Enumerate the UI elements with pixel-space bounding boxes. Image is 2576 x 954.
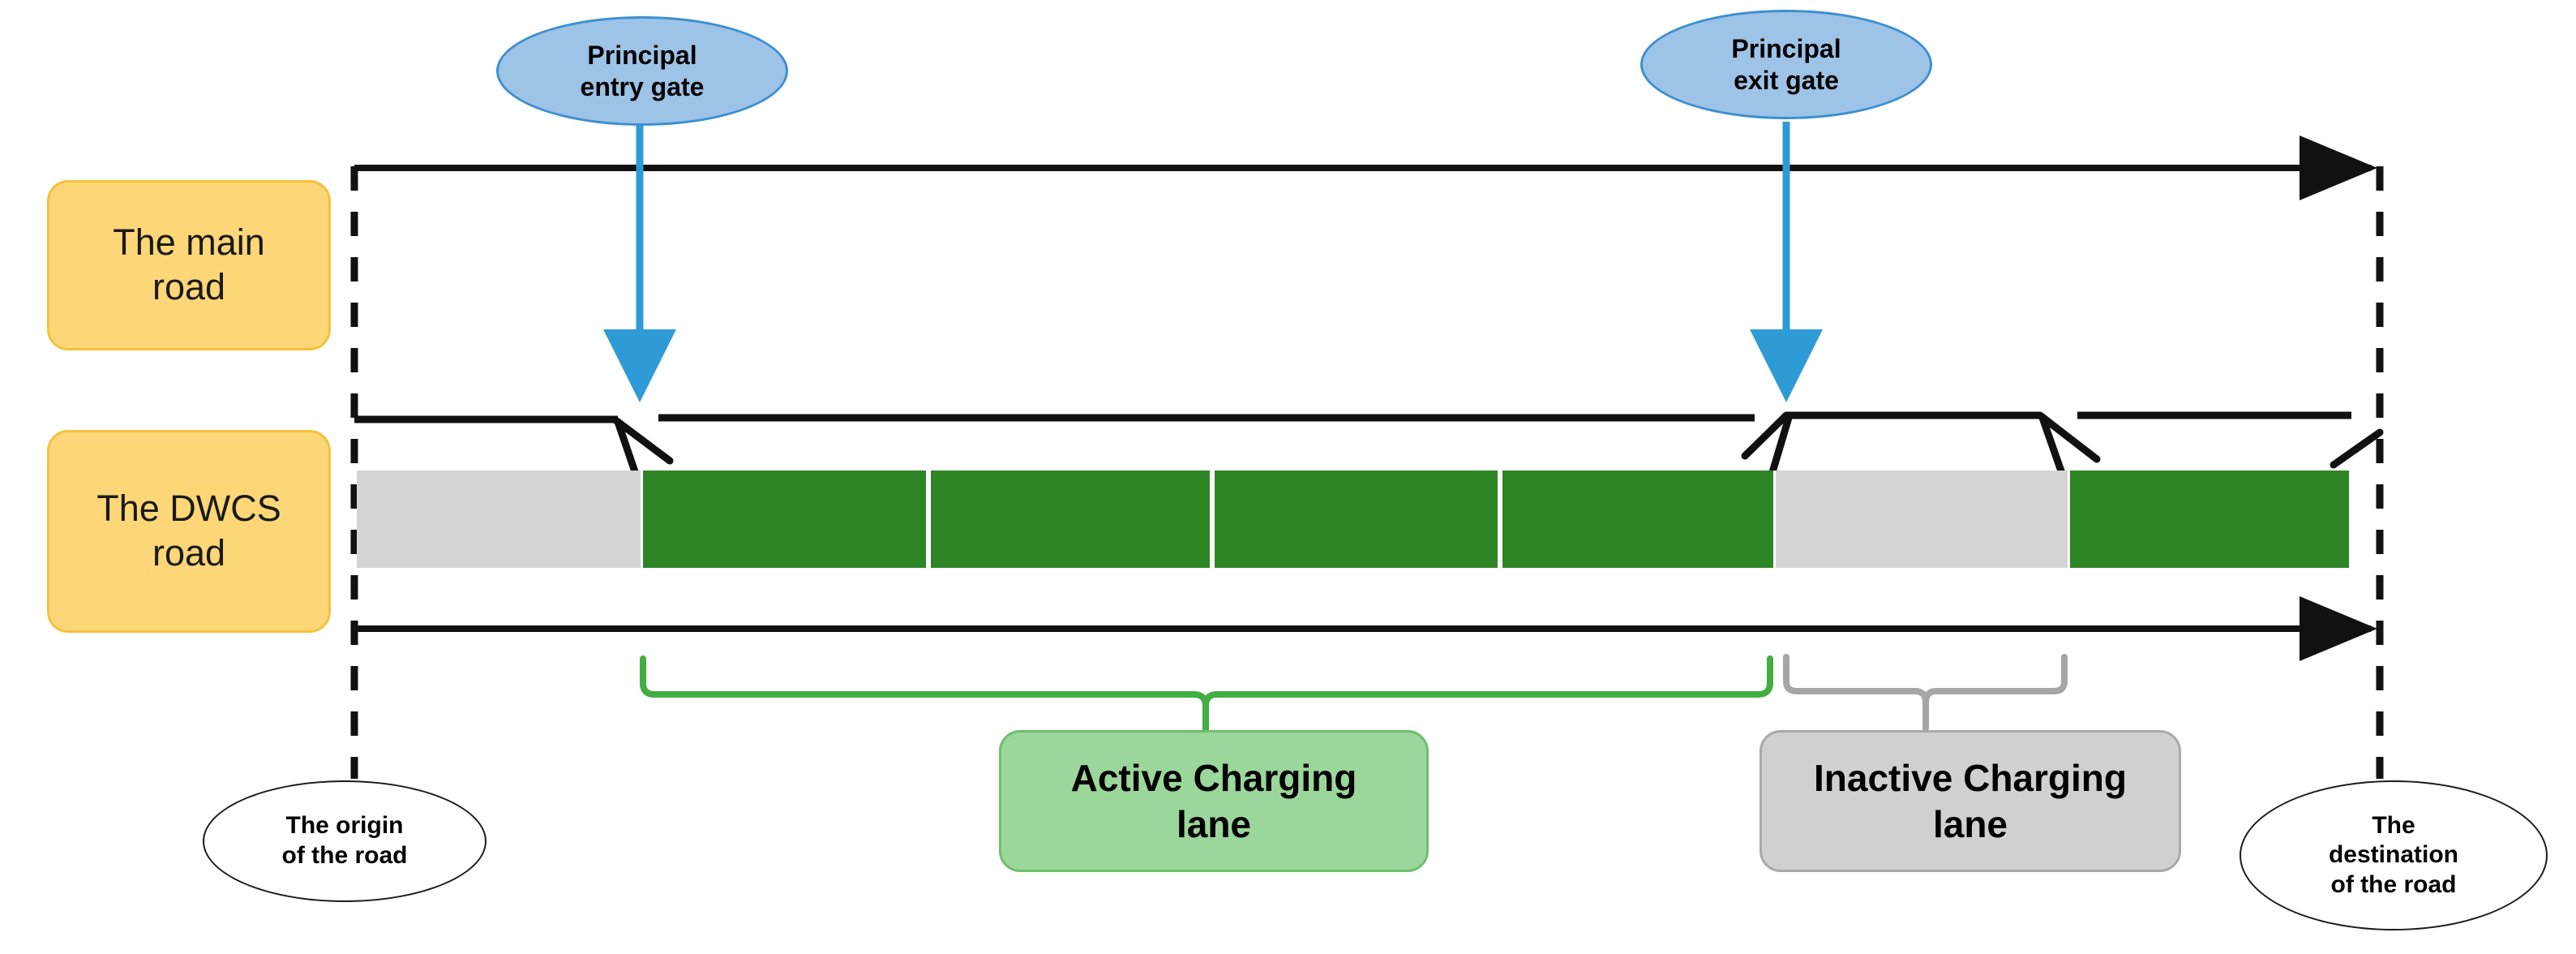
dwcs-road-label: The DWCS road: [47, 430, 331, 633]
main-road-label-line2: road: [152, 266, 226, 307]
road-segment-inactive: [357, 471, 641, 568]
origin-of-road-terminal: The origin of the road: [203, 780, 486, 902]
origin-label-line2: of the road: [281, 842, 408, 869]
inactive-lane-bracket: [1783, 654, 2068, 732]
destination-merge-mark: [2330, 428, 2384, 469]
road-divider-line: [354, 411, 2351, 423]
dwcs-road-label-line2: road: [152, 532, 226, 574]
principal-exit-gate-callout: Principal exit gate: [1640, 10, 1932, 119]
dwcs-road-strip: [357, 471, 2351, 568]
destination-label-line3: of the road: [2330, 870, 2457, 898]
road-segment-active: [641, 471, 928, 568]
inactive-legend-line2: lane: [1932, 802, 2008, 845]
dwcs-road-label-line1: The DWCS: [96, 488, 281, 530]
road-segment-active: [2068, 471, 2351, 568]
destination-of-road-terminal: The destination of the road: [2240, 780, 2548, 930]
road-segment-active: [928, 471, 1212, 568]
exit-gate-label-line1: Principal: [1731, 34, 1841, 64]
active-legend-line2: lane: [1176, 802, 1252, 845]
inactive-charging-lane-legend: Inactive Charging lane: [1759, 730, 2181, 872]
main-road-label: The main road: [47, 180, 331, 350]
active-legend-line1: Active Charging: [1070, 757, 1357, 800]
entry-gate-label-line1: Principal: [587, 41, 697, 71]
main-road-label-line1: The main: [113, 221, 265, 264]
exit-gate-label-line2: exit gate: [1734, 65, 1839, 95]
principal-entry-gate-callout: Principal entry gate: [496, 16, 788, 126]
origin-label-line1: The origin: [285, 812, 404, 840]
inactive-legend-line1: Inactive Charging: [1814, 757, 2127, 800]
road-segment-active: [1212, 471, 1500, 568]
destination-label-line1: The: [2372, 811, 2415, 839]
destination-label-line2: destination: [2328, 841, 2458, 869]
active-charging-lane-legend: Active Charging lane: [999, 730, 1429, 872]
active-lane-bracket: [640, 655, 1773, 733]
road-segment-active: [1500, 471, 1776, 568]
road-segment-inactive: [1776, 471, 2068, 568]
entry-gate-label-line2: entry gate: [580, 71, 705, 101]
